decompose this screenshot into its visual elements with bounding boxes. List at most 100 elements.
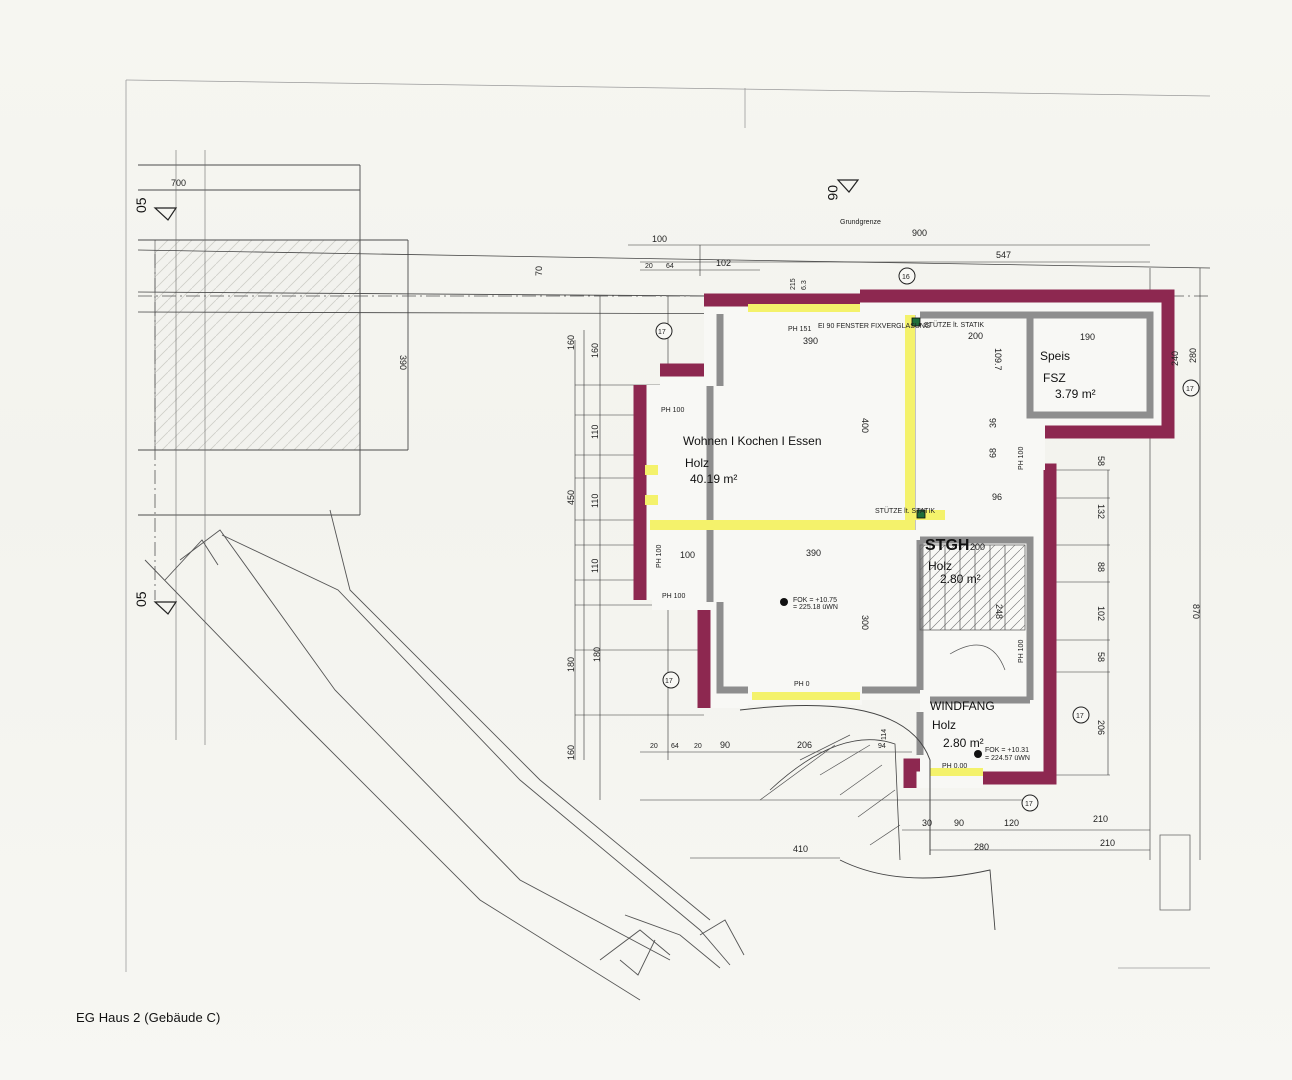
level-3: FOK = +10.31	[985, 747, 1029, 754]
dim-58-a: 58	[1096, 456, 1106, 466]
section-markers: 05 05 06 Grundgrenze	[133, 179, 881, 615]
room-speis-area: 3.79 m²	[1055, 387, 1096, 401]
section-label-top-left: 05	[133, 197, 149, 213]
dim-110-a: 110	[590, 425, 600, 439]
house-structure	[633, 289, 1191, 931]
dim-20-a: 20	[645, 263, 653, 270]
dim-900: 900	[912, 228, 927, 238]
dim-700: 700	[171, 178, 186, 188]
dim-206-right: 206	[1096, 720, 1106, 735]
dim-390-top: 390	[803, 336, 818, 346]
dim-110-c: 110	[590, 559, 600, 573]
dim-110-b: 110	[590, 494, 600, 508]
dim-132: 132	[1096, 504, 1106, 519]
dim-68: 68	[988, 448, 998, 458]
dim-114: 114	[881, 729, 888, 740]
sheet-border-lines	[125, 79, 1211, 972]
sheet-caption: EG Haus 2 (Gebäude C)	[76, 1010, 221, 1025]
dim-160-b: 160	[590, 343, 600, 358]
annotations: EI 90 FENSTER FIXVERGLASUNG PH 151 STÜTZ…	[656, 321, 1030, 770]
room-labels: Wohnen I Kochen I Essen Holz 40.19 m² Sp…	[683, 349, 1096, 750]
dim-300: 300	[860, 615, 870, 630]
dim-390-mid: 390	[806, 548, 821, 558]
dim-20-b: 20	[650, 743, 658, 750]
ref-17-e: 17	[1025, 801, 1033, 808]
reference-circles	[655, 267, 1200, 812]
dim-210-b: 210	[1100, 838, 1115, 848]
room-stgh-area: 2.80 m²	[940, 572, 981, 586]
dim-180-b: 180	[592, 647, 602, 662]
section-label-bottom-left: 05	[133, 591, 149, 607]
room-windfang-area: 2.80 m²	[943, 736, 984, 750]
dim-400: 400	[860, 418, 870, 433]
room-windfang-name: WINDFANG	[930, 699, 995, 713]
dim-180: 180	[566, 657, 576, 672]
dim-100-mid: 100	[680, 550, 695, 560]
dim-36: 36	[988, 418, 998, 428]
ph-bottom: PH 0	[794, 681, 810, 688]
dim-64-b: 64	[671, 743, 679, 750]
dim-190: 190	[1080, 332, 1095, 342]
ref-17-d: 17	[1076, 713, 1084, 720]
dim-88: 88	[1096, 562, 1106, 572]
room-windfang-floor: Holz	[932, 718, 956, 732]
dim-390-left: 390	[398, 355, 408, 370]
dim-280-right: 280	[1188, 348, 1198, 363]
ref-17-b: 17	[1186, 386, 1194, 393]
dim-870: 870	[1191, 604, 1201, 619]
ph-side-1: PH 100	[1018, 447, 1025, 470]
room-speis-name: Speis	[1040, 349, 1070, 363]
ref-17-c: 17	[665, 678, 673, 685]
dim-547: 547	[996, 250, 1011, 260]
level-4: = 224.57 üWN	[985, 755, 1030, 762]
dim-70: 70	[534, 266, 544, 276]
dim-1097: 109.7	[993, 348, 1003, 371]
ph-left-1: PH 100	[661, 407, 684, 414]
room-wohnen-area: 40.19 m²	[690, 472, 737, 486]
stuetze-top: STÜTZE lt. STATIK	[924, 321, 984, 329]
section-label-top-mid: 06	[825, 185, 841, 201]
dim-102-right: 102	[1096, 606, 1106, 621]
ph-left-3: PH 100	[662, 593, 685, 600]
dim-102: 102	[716, 258, 731, 268]
room-speis-extra: FSZ	[1043, 371, 1066, 385]
left-terrace-area	[137, 150, 1211, 745]
ph-side-2: PH 100	[1018, 640, 1025, 663]
dim-200-mid: 200	[970, 542, 985, 552]
dim-160-a: 160	[566, 335, 576, 350]
dim-240: 240	[1170, 351, 1180, 366]
dim-90-bottom: 90	[720, 740, 730, 750]
diagonal-road	[144, 509, 745, 1001]
dim-30: 30	[922, 818, 932, 828]
stuetze-mid: STÜTZE lt. STATIK	[875, 507, 935, 515]
ph-windfang: PH 0.00	[942, 763, 967, 770]
window-annotation: EI 90 FENSTER FIXVERGLASUNG	[818, 323, 930, 330]
dim-63: 6.3	[801, 280, 808, 290]
dim-215: 215	[790, 278, 797, 290]
ref-17-a: 17	[658, 329, 666, 336]
dim-94: 94	[878, 743, 886, 750]
dim-120: 120	[1004, 818, 1019, 828]
ph-top: PH 151	[788, 326, 811, 333]
grundgrenze-label: Grundgrenze	[840, 219, 881, 226]
level-1: FOK = +10.75	[793, 597, 837, 604]
room-wohnen-name: Wohnen I Kochen I Essen	[683, 434, 822, 448]
room-wohnen-floor: Holz	[685, 456, 709, 470]
dim-210-a: 210	[1093, 814, 1108, 824]
dim-20-c: 20	[694, 743, 702, 750]
dim-100-top: 100	[652, 234, 667, 244]
room-stgh-name: STGH	[925, 537, 969, 554]
room-stgh-floor: Holz	[928, 559, 952, 573]
dim-58-b: 58	[1096, 652, 1106, 662]
ph-left-2: PH 100	[656, 545, 663, 568]
dim-96: 96	[992, 492, 1002, 502]
dim-280-bottom: 280	[974, 842, 989, 852]
reference-circle-labels: 17 16 17 17 17 17	[658, 274, 1194, 808]
dimension-labels: 700 390 70 100 900 547 20 64 102 215 6.3…	[171, 178, 1201, 854]
ref-16: 16	[902, 274, 910, 281]
dim-248: 248	[994, 604, 1004, 619]
dim-64-a: 64	[666, 263, 674, 270]
level-2: = 225.18 üWN	[793, 604, 838, 611]
